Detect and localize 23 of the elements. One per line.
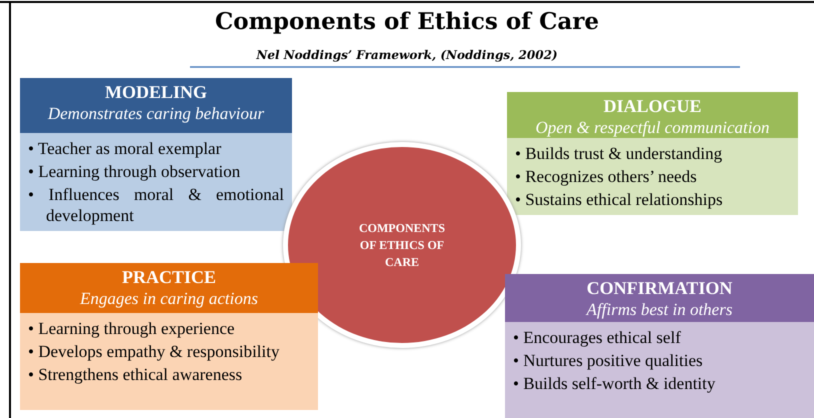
bullet-item: • Nurtures positive qualities — [513, 350, 704, 371]
card-subheading: Demonstrates caring behaviour — [46, 103, 266, 125]
bullet-item: • Builds self-worth & identity — [513, 373, 716, 394]
card-subheading: Open & respectful communication — [534, 117, 770, 139]
circle-label: COMPONENTS OF ETHICS OF CARE — [358, 220, 446, 270]
subtitle: Nel Noddings’ Framework, (Noddings, 2002) — [255, 48, 559, 62]
bullet-item: • Encourages ethical self — [513, 327, 682, 348]
card-subheading: Engages in caring actions — [78, 288, 259, 310]
title: Components of Ethics of Care — [214, 8, 600, 35]
bullet-item: • Teacher as moral exemplar — [28, 138, 222, 159]
bullet-item: • Strengthens ethical awareness — [28, 364, 244, 385]
card-subheading: Affirms best in others — [584, 299, 734, 321]
bullet-item: • Builds trust & understanding — [515, 143, 724, 164]
card-heading: DIALOGUE — [602, 95, 702, 117]
bullet-item: • Sustains ethical relationships — [515, 189, 724, 210]
card-heading: PRACTICE — [120, 266, 217, 288]
bullet-item: • Develops empathy & responsibility — [28, 341, 280, 362]
bullet-item: • Learning through observation — [28, 161, 242, 182]
bullet-item: • Recognizes others’ needs — [515, 166, 698, 187]
card-heading: MODELING — [104, 81, 208, 103]
card-heading: CONFIRMATION — [586, 277, 734, 299]
bullet-item: • Learning through experience — [28, 318, 236, 339]
bullet-item: • Influences moral & emotional development — [28, 184, 284, 226]
